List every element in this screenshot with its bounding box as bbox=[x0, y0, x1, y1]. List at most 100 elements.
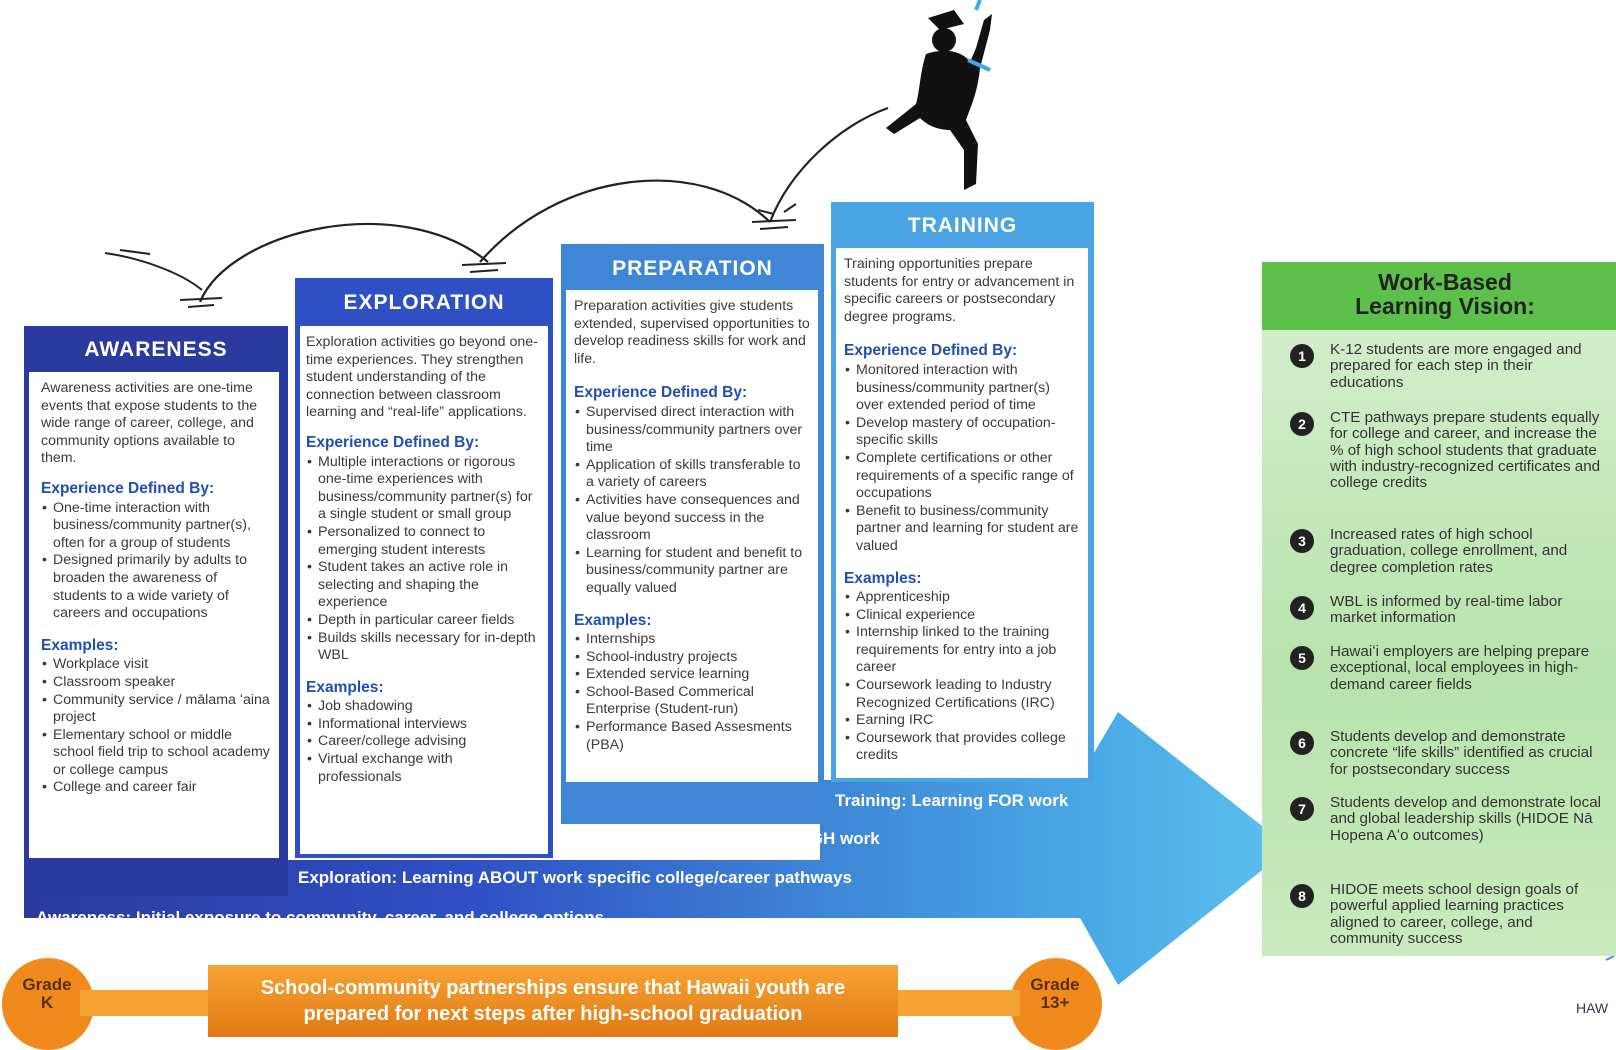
list-item: One-time interaction with business/commu… bbox=[41, 500, 271, 553]
training-title: TRAINING bbox=[907, 214, 1018, 237]
vision-item-8: 8 HIDOE meets school design goals of powe… bbox=[1290, 881, 1606, 947]
list-item: Complete certifications or other require… bbox=[844, 450, 1080, 503]
grade-k-badge: Grade K bbox=[2, 958, 94, 1050]
number-6-icon: 6 bbox=[1290, 731, 1314, 755]
exploration-band-label: Exploration: Learning ABOUT work specifi… bbox=[298, 868, 852, 887]
awareness-intro: Awareness activities are one-time events… bbox=[41, 380, 258, 467]
list-item: Multiple interactions or rigorous one-ti… bbox=[306, 454, 540, 524]
list-item: Clinical experience bbox=[844, 607, 1080, 625]
awareness-column: AWARENESS Awareness activities are one-t… bbox=[24, 326, 288, 896]
list-item: Community service / mālama ʻaina project bbox=[41, 692, 271, 727]
list-item: Develop mastery of occupation-specific s… bbox=[844, 415, 1080, 450]
exploration-examples-list: Job shadowing Informational interviews C… bbox=[306, 698, 540, 786]
banner-line-1: School-community partnerships ensure tha… bbox=[260, 977, 846, 999]
corner-logo: HAW bbox=[1576, 1000, 1609, 1016]
list-item: Internships bbox=[574, 631, 810, 649]
awareness-body: Awareness activities are one-time events… bbox=[29, 372, 279, 858]
preparation-title: PREPARATION bbox=[612, 257, 773, 280]
training-body: Training opportunities prepare students … bbox=[836, 248, 1088, 778]
preparation-examples-heading: Examples: bbox=[574, 611, 652, 629]
list-item: Career/college advising bbox=[306, 733, 540, 751]
list-item: Extended service learning bbox=[574, 666, 810, 684]
banner-line-2: prepared for next steps after high-schoo… bbox=[303, 1003, 803, 1025]
awareness-examples-list: Workplace visit Classroom speaker Commun… bbox=[41, 656, 271, 797]
training-band-label: Training: Learning FOR work bbox=[835, 791, 1069, 810]
awareness-examples-heading: Examples: bbox=[41, 636, 119, 654]
number-8-icon: 8 bbox=[1290, 884, 1314, 908]
list-item: Personalized to connect to emerging stud… bbox=[306, 524, 540, 559]
partnership-banner: School-community partnerships ensure tha… bbox=[208, 965, 898, 1037]
list-item: Classroom speaker bbox=[41, 674, 271, 692]
training-intro: Training opportunities prepare students … bbox=[844, 256, 1075, 325]
number-7-icon: 7 bbox=[1290, 797, 1314, 821]
number-4-icon: 4 bbox=[1290, 596, 1314, 620]
vision-item-text: Students develop and demonstrate concret… bbox=[1330, 728, 1593, 778]
training-examples-list: Apprenticeship Clinical experience Inter… bbox=[844, 589, 1080, 765]
list-item: Supervised direct interaction with busin… bbox=[574, 404, 810, 457]
grade-13-badge: Grade 13+ bbox=[1010, 958, 1102, 1050]
vision-item-text: Students develop and demonstrate local a… bbox=[1330, 794, 1602, 844]
list-item: Depth in particular career fields bbox=[306, 612, 540, 630]
training-defined-heading: Experience Defined By: bbox=[844, 342, 1018, 360]
list-item: Internship linked to the training requir… bbox=[844, 624, 1080, 677]
preparation-defined-list: Supervised direct interaction with busin… bbox=[574, 404, 810, 598]
list-item: Builds skills necessary for in-depth WBL bbox=[306, 630, 540, 665]
list-item: Informational interviews bbox=[306, 716, 540, 734]
vision-item-text: CTE pathways prepare students equally fo… bbox=[1330, 409, 1601, 492]
grade-k-label: Grade K bbox=[22, 975, 72, 1012]
preparation-intro: Preparation activities give students ext… bbox=[574, 298, 810, 367]
exploration-defined-heading: Experience Defined By: bbox=[306, 433, 480, 451]
vision-item-5: 5 Hawaiʻi employers are helping prepare e… bbox=[1290, 643, 1606, 693]
list-item: School-Based Commerical Enterprise (Stud… bbox=[574, 684, 810, 719]
preparation-column: PREPARATION Preparation activities give … bbox=[561, 244, 824, 824]
preparation-band-label: Preparation: Learning THROUGH work bbox=[568, 829, 880, 848]
list-item: Monitored interaction with business/comm… bbox=[844, 362, 1080, 415]
list-item: School-industry projects bbox=[574, 649, 810, 667]
list-item: Designed primarily by adults to broaden … bbox=[41, 552, 271, 622]
exploration-column: EXPLORATION Exploration activities go be… bbox=[295, 278, 553, 858]
vision-header bbox=[1262, 262, 1616, 330]
list-item: Earning IRC bbox=[844, 712, 1080, 730]
list-item: Coursework leading to Industry Recognize… bbox=[844, 677, 1080, 712]
exploration-body: Exploration activities go beyond one-tim… bbox=[300, 326, 548, 854]
list-item: Virtual exchange with professionals bbox=[306, 751, 540, 786]
training-column: TRAINING Training opportunities prepare … bbox=[831, 202, 1094, 782]
list-item: Activities have consequences and value b… bbox=[574, 492, 810, 545]
preparation-defined-heading: Experience Defined By: bbox=[574, 384, 748, 402]
vision-item-text: HIDOE meets school design goals of power… bbox=[1330, 881, 1579, 947]
vision-item-7: 7 Students develop and demonstrate local … bbox=[1290, 794, 1606, 844]
list-item: College and career fair bbox=[41, 779, 271, 797]
awareness-defined-heading: Experience Defined By: bbox=[41, 479, 215, 497]
list-item: Performance Based Assesments (PBA) bbox=[574, 719, 810, 754]
graduate-silhouette-icon bbox=[886, 0, 992, 190]
awareness-defined-list: One-time interaction with business/commu… bbox=[41, 500, 271, 623]
exploration-title: EXPLORATION bbox=[343, 291, 505, 314]
preparation-body: Preparation activities give students ext… bbox=[566, 290, 818, 782]
list-item: Apprenticeship bbox=[844, 589, 1080, 607]
exploration-defined-list: Multiple interactions or rigorous one-ti… bbox=[306, 454, 540, 665]
vision-title: Work-Based Learning Vision: bbox=[1355, 269, 1535, 319]
list-item: Coursework that provides college credits bbox=[844, 730, 1080, 765]
grade-13-label: Grade 13+ bbox=[1030, 975, 1080, 1012]
list-item: Application of skills transferable to a … bbox=[574, 457, 810, 492]
list-item: Benefit to business/community partner an… bbox=[844, 503, 1080, 556]
list-item: Job shadowing bbox=[306, 698, 540, 716]
vision-item-2: 2 CTE pathways prepare students equally f… bbox=[1290, 409, 1606, 492]
list-item: Elementary school or middle school field… bbox=[41, 727, 271, 780]
vision-item-6: 6 Students develop and demonstrate concre… bbox=[1290, 728, 1606, 778]
vision-item-text: K-12 students are more engaged and prepa… bbox=[1330, 341, 1582, 391]
list-item: Learning for student and benefit to busi… bbox=[574, 545, 810, 598]
list-item: Workplace visit bbox=[41, 656, 271, 674]
preparation-examples-list: Internships School-industry projects Ext… bbox=[574, 631, 810, 754]
training-defined-list: Monitored interaction with business/comm… bbox=[844, 362, 1080, 556]
number-5-icon: 5 bbox=[1290, 646, 1314, 670]
exploration-examples-heading: Examples: bbox=[306, 678, 384, 696]
training-examples-heading: Examples: bbox=[844, 569, 922, 587]
number-2-icon: 2 bbox=[1290, 412, 1314, 436]
awareness-title: AWARENESS bbox=[84, 338, 228, 361]
vision-item-text: Hawaiʻi employers are helping prepare ex… bbox=[1330, 643, 1590, 693]
